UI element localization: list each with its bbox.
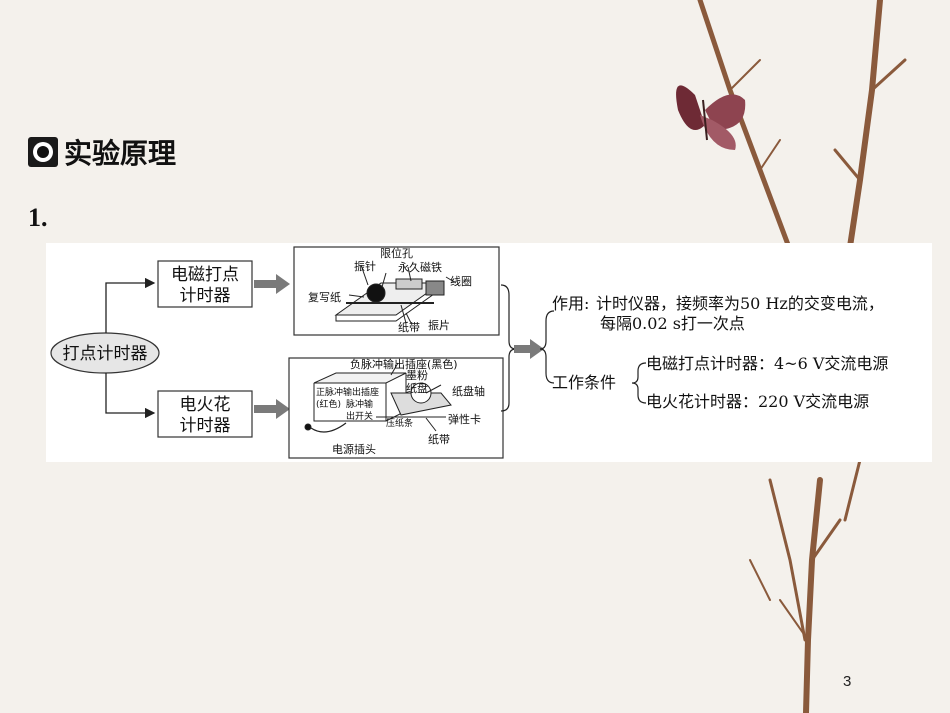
em-label-vibrating-plate: 振片: [428, 318, 450, 332]
section-heading: 实验原理: [28, 132, 176, 172]
spark-label-pos-socket: 正脉冲输出插座: [316, 386, 379, 398]
spark-label-clip: 弹性卡: [448, 412, 481, 426]
root-label: 打点计时器: [63, 344, 148, 364]
em-label-magnet: 永久磁铁: [398, 260, 442, 274]
branch-spark-line2: 计时器: [180, 416, 231, 436]
spark-label-pulse-switch-1: 脉冲输: [346, 398, 373, 410]
spark-label-neg-socket: 负脉冲输出插座(黑色): [350, 357, 458, 371]
spark-label-red: (红色): [316, 398, 341, 410]
spark-label-reel-axis: 纸盘轴: [452, 384, 485, 398]
section-title: 实验原理: [64, 137, 177, 170]
branch-spark-line1: 电火花: [180, 395, 231, 415]
conditions-label: 工作条件: [552, 373, 616, 392]
spark-label-tape: 纸带: [428, 433, 450, 446]
condition-spark: 电火花计时器：220 V交流电源: [646, 392, 869, 411]
spark-label-reel: 纸盘: [406, 381, 428, 395]
branch-em-line1: 电磁打点: [171, 265, 239, 285]
em-label-coil: 线圈: [450, 274, 472, 288]
em-label-needle: 振针: [354, 259, 376, 273]
spark-label-plug: 电源插头: [332, 442, 376, 456]
function-text-1: 计时仪器，接频率为50 Hz的交变电流，: [596, 294, 884, 313]
em-label-limit-hole: 限位孔: [380, 246, 413, 260]
function-text-2: 每隔0.02 s打一次点: [600, 314, 745, 333]
condition-em: 电磁打点计时器：4~6 V交流电源: [646, 354, 888, 373]
spark-label-pulse-switch-2: 出开关: [346, 410, 373, 422]
spark-label-press-strip: 压纸条: [386, 417, 413, 429]
radio-bullet-icon: [28, 137, 58, 167]
timer-diagram: 打点计时器 电磁打点 计时器 电火花 计时器: [46, 243, 932, 462]
page-number: 3: [843, 673, 852, 690]
butterfly-icon: [676, 85, 746, 150]
em-label-tape: 纸带: [398, 321, 420, 334]
em-label-carbon-paper: 复写纸: [308, 290, 341, 304]
spark-label-toner: 墨粉: [406, 369, 428, 382]
function-label: 作用:: [552, 294, 589, 313]
branch-em-line2: 计时器: [180, 286, 231, 306]
item-number: 1.: [28, 203, 48, 232]
